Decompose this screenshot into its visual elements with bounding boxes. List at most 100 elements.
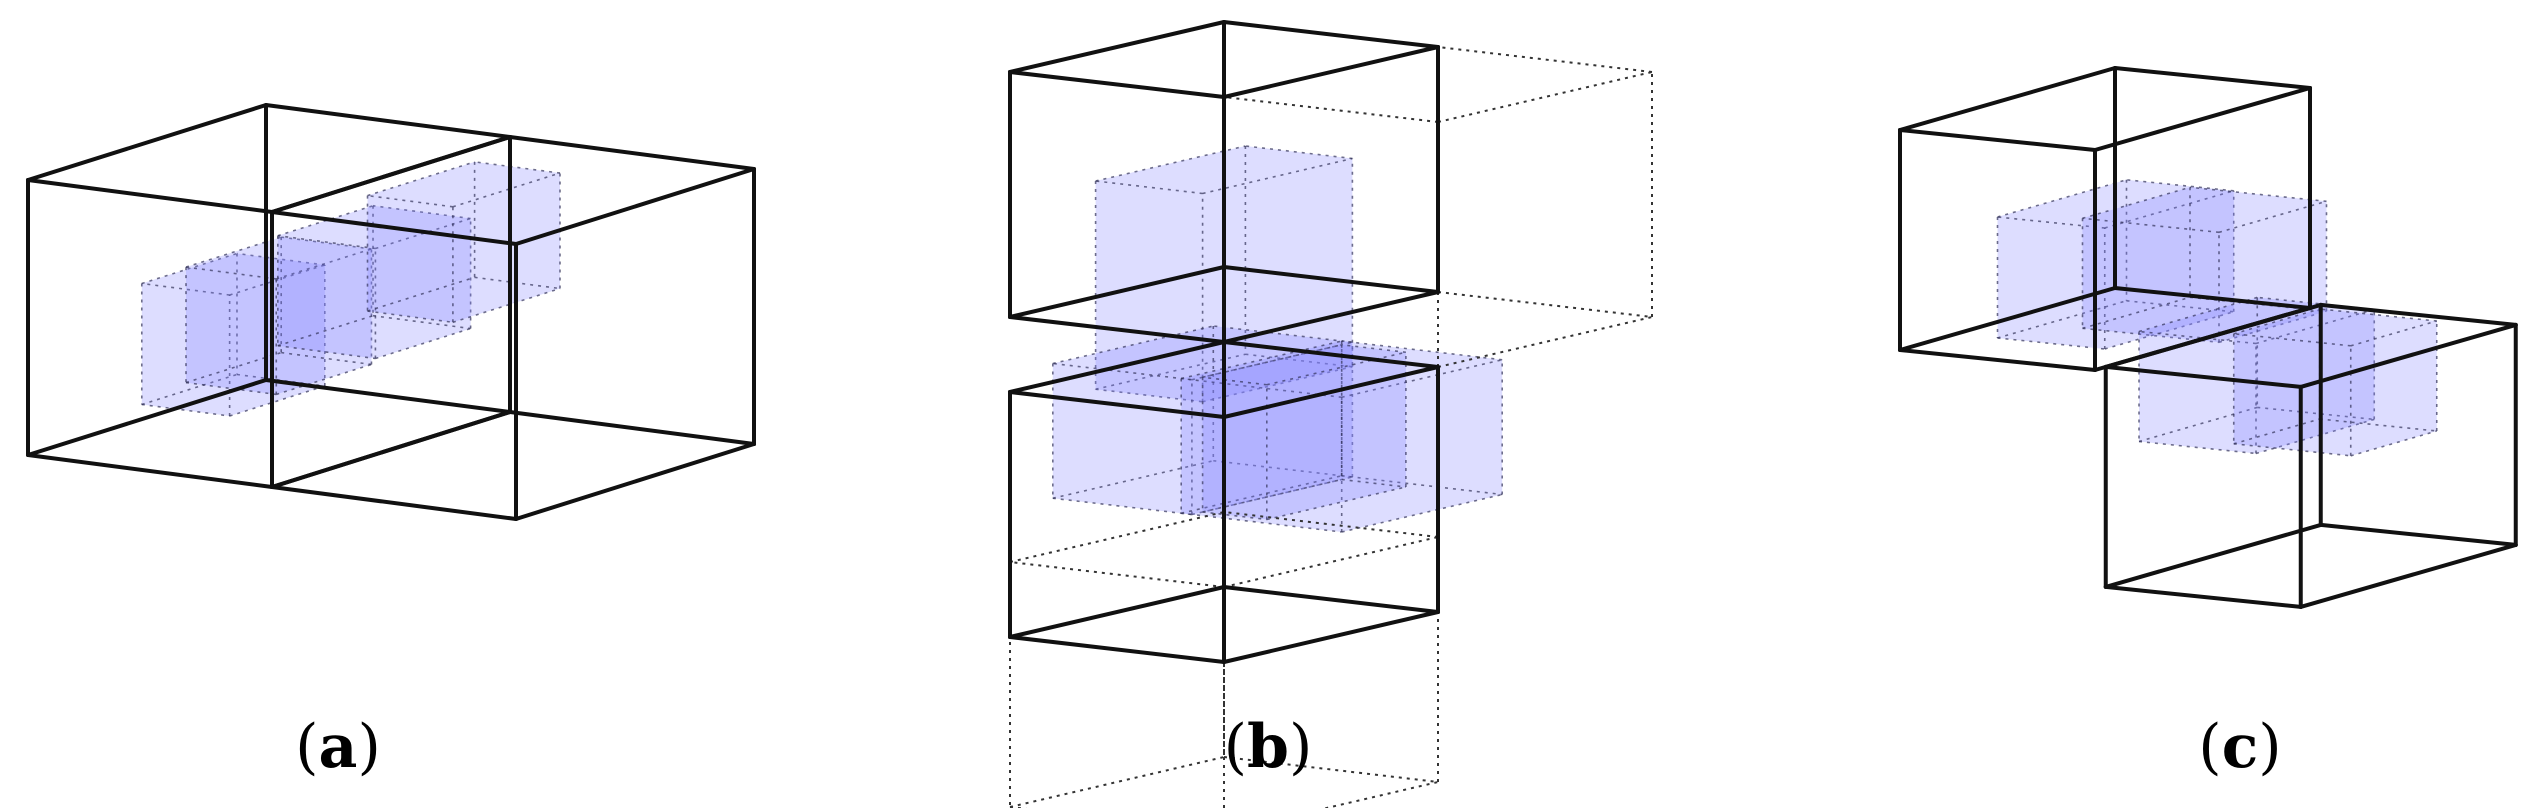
panel-b-cell-edge <box>1202 511 1267 521</box>
panel-a-box-left-edge <box>264 103 512 139</box>
panel-a-box-right <box>270 135 756 521</box>
panel-a-box-right-edge <box>514 167 756 246</box>
panel-b-box-dotted-upper-edge <box>1437 46 1653 73</box>
caption-b-open: ( <box>1223 712 1248 782</box>
panel-a-cell-edge <box>141 282 230 296</box>
panel-b-cell-edge <box>1052 459 1214 500</box>
panel-a-box-right-edge <box>270 410 512 489</box>
panel-c-box-upper-edge <box>2113 286 2312 310</box>
panel-b-cell-edge <box>1181 512 1342 533</box>
panel-b-cell-edge <box>1245 353 1353 368</box>
panel-b-box-upper-edge <box>1222 45 1440 99</box>
panel-a-box-right-edge <box>508 135 756 171</box>
panel-a-cell-edge <box>141 373 238 406</box>
panel-b-box-dotted-lower-edge <box>1009 561 1225 588</box>
panel-b-box-dotted-upper-edge <box>1437 71 1653 123</box>
panel-a-cell-edge <box>372 314 471 330</box>
panel-b-box-upper-edge <box>1222 265 1440 294</box>
panel-c-box-upper-edge <box>1898 66 2117 132</box>
panel-c-cell-edge <box>2233 443 2351 457</box>
panel-a-box-right-edge <box>270 485 518 521</box>
panel-c-cell-edge <box>2257 296 2375 311</box>
caption-a: (a) <box>295 712 381 782</box>
panel-a-box-right-edge <box>270 135 512 214</box>
panel-c-cell-edge <box>2319 418 2437 432</box>
panel-b-box-upper-edge <box>1222 20 1440 49</box>
panel-c-cell-edge <box>2138 440 2257 455</box>
panel-a-cell-face <box>186 267 277 395</box>
panel-a-cell-edge <box>452 172 561 208</box>
panel-b-cell-edge <box>1095 353 1246 391</box>
panel-b-cell-edge <box>1341 358 1503 399</box>
panel-a-cell-edge <box>276 248 372 280</box>
panel-b-cell-face <box>1341 359 1503 532</box>
caption-c: (c) <box>2198 712 2281 782</box>
panel-c-box-upper-edge <box>1898 348 2097 372</box>
panel-c-cell-edge <box>2233 418 2320 445</box>
panel-b-box-dotted-lower-edge <box>1009 756 1225 808</box>
panel-b-diagram <box>1008 20 1653 808</box>
panel-a-cell-edge <box>141 403 230 417</box>
panel-c-box-upper-edge <box>1898 286 2117 352</box>
caption-a-close: ) <box>357 712 381 782</box>
panel-a-cell-edge <box>141 252 238 285</box>
panel-a-diagram <box>26 103 756 521</box>
panel-c-cell-edge <box>1997 337 2105 350</box>
panel-b-box-dotted-lower-edge <box>1223 536 1439 588</box>
panel-c-box-upper-edge <box>2093 86 2312 152</box>
caption-b-letter: b <box>1247 712 1289 782</box>
panel-b-cell-edge <box>1191 341 1353 381</box>
panel-b-box-upper-edge <box>1008 265 1226 319</box>
panel-a-cell-face <box>452 173 560 323</box>
panel-c-cell-edge <box>2082 186 2191 220</box>
panel-c-cell-edge <box>2189 186 2327 203</box>
panel-a-cell-edge <box>185 236 282 268</box>
panel-c-cell-face <box>2082 187 2327 233</box>
panel-a-cell-edge <box>375 327 471 360</box>
panel-c-box-lower-edge <box>2103 364 2303 389</box>
panel-c-cell-edge <box>2319 308 2437 322</box>
panel-b-box-upper-edge <box>1222 290 1440 344</box>
panel-c-cell-face <box>2139 331 2256 454</box>
caption-a-open: ( <box>295 712 319 782</box>
panel-a-box-left-edge <box>26 453 274 489</box>
panel-b-cell-face <box>1202 158 1353 402</box>
panel-c-box-lower-edge <box>2103 522 2323 589</box>
panel-a-cell-edge <box>367 161 475 197</box>
panel-c-box-lower-edge <box>2103 302 2323 369</box>
panel-b-cell-edge <box>1202 157 1353 195</box>
panel-b-cell <box>1201 343 1407 521</box>
caption-a-letter: a <box>318 712 358 782</box>
panel-b-cell-edge <box>1052 325 1214 365</box>
panel-c-cell-edge <box>1997 216 2105 229</box>
panel-b-box-lower <box>1008 340 1440 664</box>
panel-a-cell <box>366 161 561 324</box>
panel-b-cell-face <box>1191 342 1353 515</box>
panel-b-cell-edge <box>1181 474 1342 515</box>
panel-a-cell-edge <box>367 276 475 312</box>
panel-a-cell-edge <box>229 264 326 296</box>
panel-c-diagram <box>1898 66 2518 609</box>
panel-c-cell-edge <box>2218 310 2327 344</box>
panel-a-cell-face <box>186 237 372 279</box>
panel-a-cell-edge <box>276 363 372 396</box>
panel-b-cell-edge <box>1245 145 1353 160</box>
caption-c-open: ( <box>2198 712 2222 782</box>
panel-c-box-lower-edge <box>2298 542 2518 609</box>
panel-c-cell-edge <box>2233 333 2351 347</box>
panel-c-box-lower-edge <box>2318 302 2518 327</box>
panel-a-box-left-edge <box>26 378 268 457</box>
caption-c-letter: c <box>2221 712 2259 782</box>
panel-a-box-right-edge <box>514 442 756 521</box>
panel-a-cell-edge <box>229 385 326 417</box>
panel-c-box-lower-edge <box>2298 322 2518 389</box>
panel-b-box-lower-edge <box>1008 635 1226 664</box>
panel-a-box-left-edge <box>26 178 274 214</box>
panel-c-box-lower-edge <box>2318 522 2518 547</box>
panel-b-box-upper <box>1008 20 1440 344</box>
panel-a-cell-edge <box>236 252 325 266</box>
panel-b-cell-edge <box>1341 474 1503 496</box>
panel-b-cell-edge <box>1095 388 1203 403</box>
panel-b-box-dotted-lower-edge <box>1322 781 1439 808</box>
panel-a-cell-edge <box>277 344 376 360</box>
